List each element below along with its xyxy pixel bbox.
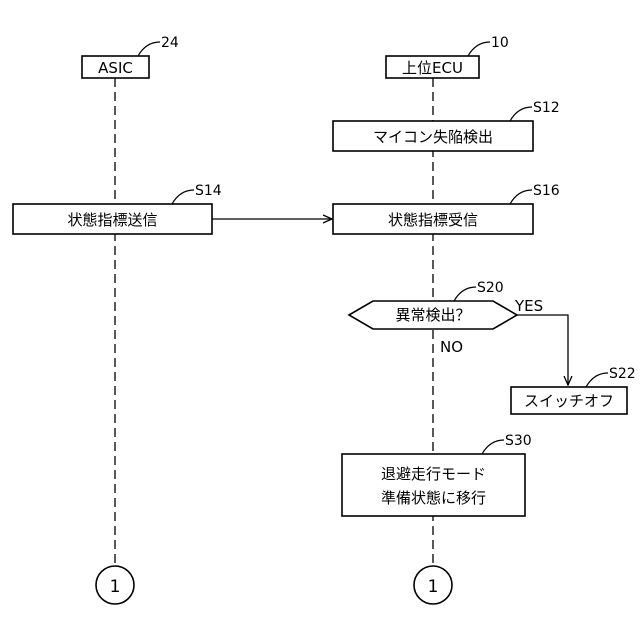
yes-branch-arrow <box>517 315 568 385</box>
step-s30-line1: 退避走行モード <box>381 465 486 483</box>
step-s14-leader-line <box>172 190 194 204</box>
yes-label: YES <box>514 297 543 315</box>
step-s30-ref: S30 <box>505 433 532 449</box>
step-s14: 状態指標送信 S14 <box>13 183 222 234</box>
step-s20-ref: S20 <box>477 280 504 296</box>
step-s30-line2: 準備状態に移行 <box>381 489 486 507</box>
step-s12-ref: S12 <box>533 100 560 116</box>
connector-right-label: 1 <box>428 577 439 597</box>
ecu-leader-line <box>468 42 490 56</box>
step-s16: 状態指標受信 S16 <box>333 183 560 234</box>
step-s20-label: 異常検出？ <box>395 306 470 324</box>
asic-header: ASIC 24 <box>82 35 179 78</box>
step-s14-ref: S14 <box>195 183 222 199</box>
step-s30: 退避走行モード 準備状態に移行 S30 <box>342 433 532 516</box>
connector-right: 1 <box>414 566 452 604</box>
step-s22-ref: S22 <box>609 366 636 382</box>
ecu-header: 上位ECU 10 <box>386 35 509 78</box>
ecu-ref: 10 <box>491 35 509 51</box>
step-s16-label: 状態指標受信 <box>388 211 478 229</box>
step-s12-label: マイコン失陥検出 <box>373 128 493 146</box>
step-s16-leader-line <box>510 190 532 204</box>
step-s30-leader-line <box>482 440 504 454</box>
step-s16-ref: S16 <box>533 183 560 199</box>
no-label: NO <box>440 338 463 356</box>
step-s12: マイコン失陥検出 S12 <box>333 100 560 151</box>
step-s22-leader-line <box>586 373 608 387</box>
ecu-label: 上位ECU <box>402 59 463 77</box>
asic-leader-line <box>138 42 160 56</box>
step-s12-leader-line <box>510 107 532 121</box>
step-s20-leader-line <box>454 287 476 301</box>
asic-label: ASIC <box>98 59 133 77</box>
step-s14-label: 状態指標送信 <box>67 211 157 229</box>
step-s22: スイッチオフ S22 <box>511 366 636 414</box>
asic-ref: 24 <box>161 35 179 51</box>
step-s22-label: スイッチオフ <box>524 392 614 410</box>
connector-left-label: 1 <box>110 577 121 597</box>
step-s20: 異常検出？ S20 YES NO <box>349 280 543 356</box>
connector-left: 1 <box>96 566 134 604</box>
